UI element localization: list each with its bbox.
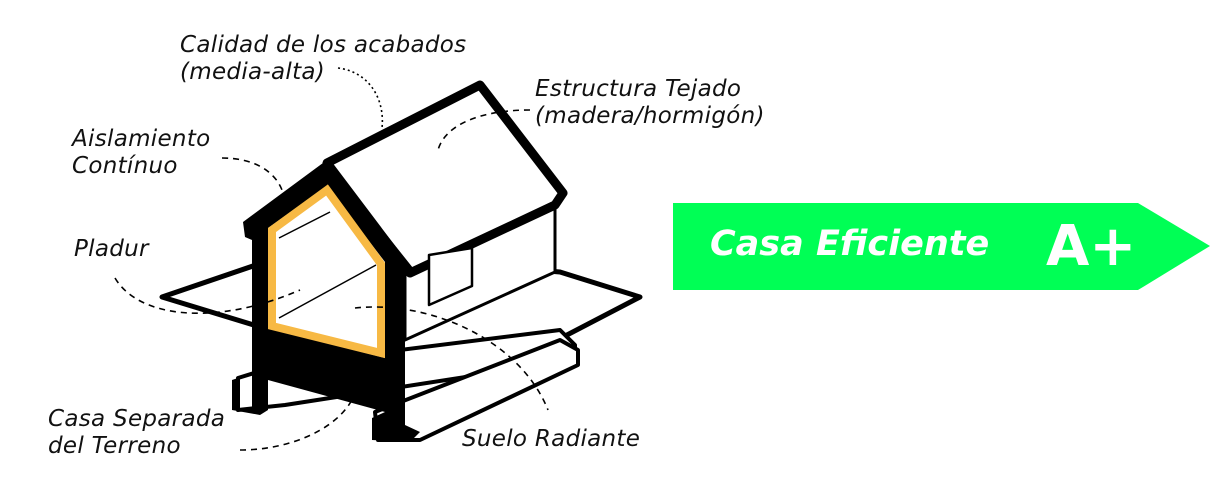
- interior-line: [267, 371, 401, 401]
- label-tejado: Estructura Tejado (madera/hormigón): [535, 76, 765, 129]
- label-aislamiento: Aislamiento Contínuo: [72, 126, 211, 179]
- leader-aislamiento: [221, 157, 283, 191]
- window: [427, 246, 474, 307]
- interior-line: [278, 264, 377, 319]
- badge-rating: A+: [1046, 214, 1137, 279]
- label-suelo: Suelo Radiante: [462, 426, 641, 452]
- efficiency-arrow: [673, 203, 1210, 290]
- leader-separada: [239, 379, 359, 451]
- interior-line: [278, 211, 331, 239]
- badge-text: Casa Eficiente: [710, 224, 990, 264]
- leader-pladur: [114, 277, 301, 314]
- label-pladur: Pladur: [74, 236, 149, 262]
- leader-tejado: [437, 109, 531, 151]
- label-separada: Casa Separada del Terreno: [48, 406, 226, 459]
- insulation-layer: [268, 184, 385, 359]
- label-acabados: Calidad de los acabados (media-alta): [180, 32, 467, 85]
